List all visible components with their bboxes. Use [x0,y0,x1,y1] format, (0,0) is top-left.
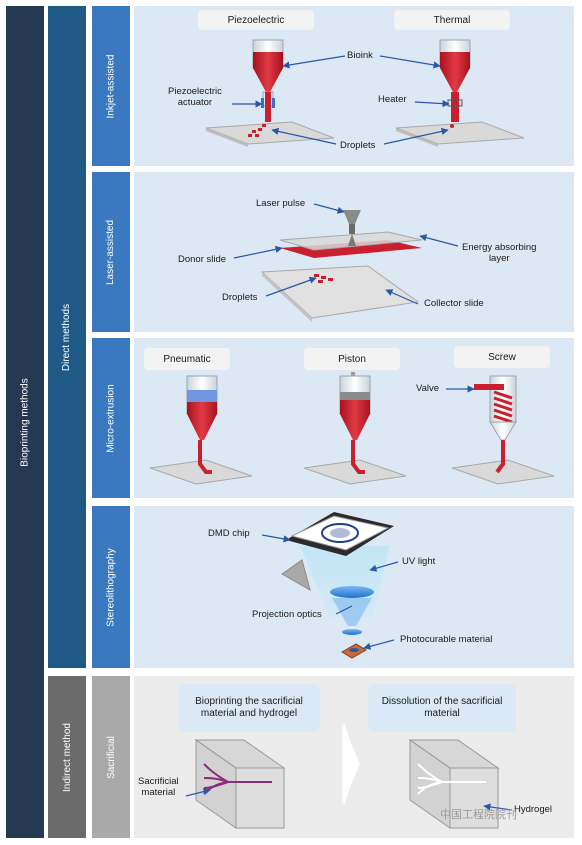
indirect-method-bar: Indirect method [48,676,86,838]
pneumatic-printer [149,375,253,485]
laser-side-bar: Laser-assisted [92,172,130,332]
screw-printer [451,375,555,485]
stereo-arrows [261,534,399,650]
collector-slide-label: Collector slide [424,298,484,309]
droplets-label: Droplets [340,140,376,151]
inkjet-side-bar: Inkjet-assisted [92,6,130,166]
stereo-side-bar: Stereolithography [92,506,130,668]
projection-optics-label: Projection optics [252,609,322,620]
sacrificial-material-label: Sacrificial material [138,776,179,798]
inkjet-arrows [232,55,450,145]
energy-layer-label: Energy absorbing layer [462,242,537,264]
piezo-title: Piezoelectric [198,10,314,30]
piezo-printer [205,39,335,147]
thermal-printer [395,39,525,147]
valve-label: Valve [416,383,440,394]
laser-arrows [233,203,459,305]
actuator-label: Piezoelectric actuator [168,86,222,108]
hydrogel-label: Hydrogel [514,804,553,815]
piston-printer [303,372,407,485]
sac-material-arrow [185,788,211,797]
sacrificial-side-bar: Sacrificial [92,676,130,838]
screw-title: Screw [454,346,550,368]
stereo-setup [281,512,394,659]
laser-setup [260,210,423,322]
extrusion-side-bar: Micro-extrusion [92,338,130,498]
sacrificial-cube-1 [194,739,286,829]
donor-slide-label: Donor slide [178,254,227,265]
hydrogel-arrow [483,803,513,811]
step2-bubble: Dissolution of the sacrificial material [368,684,516,732]
thermal-title: Thermal [394,10,510,30]
pneumatic-title: Pneumatic [144,348,230,370]
bioink-label: Bioink [347,50,373,61]
piston-title: Piston [304,348,400,370]
process-chevron-shape [342,722,360,806]
uv-light-label: UV light [402,556,436,567]
step1-bubble: Bioprinting the sacrificial material and… [178,684,320,732]
photocurable-label: Photocurable material [400,634,493,645]
dmd-chip-label: DMD chip [208,528,250,539]
root-bar: Bioprinting methods [6,6,44,838]
direct-methods-bar: Direct methods [48,6,86,668]
sacrificial-cube-2 [408,739,500,829]
heater-label: Heater [378,94,407,105]
laser-pulse-label: Laser pulse [256,198,306,209]
watermark: 中国工程院院刊 [440,809,517,821]
laser-droplets-label: Droplets [222,292,258,303]
